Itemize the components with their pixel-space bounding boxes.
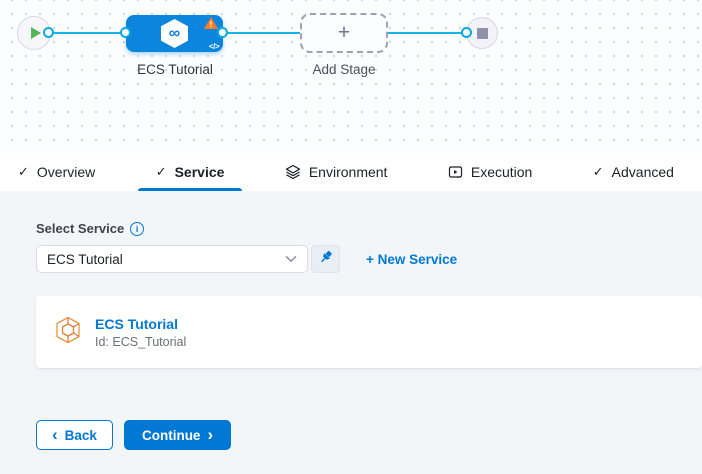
tab-execution[interactable]: Execution <box>430 153 550 191</box>
service-card-title: ECS Tutorial <box>95 315 178 332</box>
chevron-down-icon <box>285 250 297 268</box>
pipeline-canvas[interactable]: ∞ ! </> ECS Tutorial + Add Stage <box>0 0 702 153</box>
play-icon <box>30 27 41 39</box>
code-icon: </> <box>208 42 220 51</box>
add-stage-button[interactable]: + <box>300 13 388 53</box>
info-icon[interactable]: i <box>130 221 145 236</box>
plus-icon: + <box>337 21 351 44</box>
back-button-label: Back <box>64 427 97 443</box>
tab-label: Service <box>174 164 225 180</box>
continue-button[interactable]: Continue › <box>123 420 232 450</box>
ecs-service-icon <box>55 316 81 349</box>
new-service-link[interactable]: + New Service <box>366 251 458 267</box>
tab-environment[interactable]: Environment <box>267 153 406 191</box>
check-icon: ✓ <box>18 164 29 179</box>
stage-config-tabs: ✓ Overview ✓ Service Environment Executi… <box>0 153 702 191</box>
service-card-id: Id: ECS_Tutorial <box>95 334 187 349</box>
execution-icon <box>448 165 463 180</box>
warning-icon: ! <box>204 17 218 29</box>
tab-advanced[interactable]: ✓ Advanced <box>575 153 692 191</box>
connector-dot <box>43 27 54 38</box>
tab-service[interactable]: ✓ Service <box>137 153 243 191</box>
chevron-right-icon: › <box>207 424 214 444</box>
pin-icon <box>318 249 334 270</box>
tab-overview[interactable]: ✓ Overview <box>0 153 113 191</box>
tab-label: Overview <box>36 164 96 180</box>
tab-label: Execution <box>470 164 533 180</box>
connector-dot <box>120 27 131 38</box>
service-panel: Select Service i ECS Tutorial <box>0 191 702 474</box>
service-card[interactable]: ECS Tutorial Id: ECS_Tutorial <box>36 296 702 368</box>
harness-cd-icon: ∞ <box>161 19 188 48</box>
select-service-label: Select Service i <box>36 221 702 236</box>
add-stage-label: Add Stage <box>312 62 376 77</box>
chevron-left-icon: ‹ <box>52 424 58 444</box>
check-icon: ✓ <box>155 164 167 179</box>
connector-dot <box>217 27 228 38</box>
stage-label: ECS Tutorial <box>137 62 213 77</box>
check-icon: ✓ <box>592 164 604 179</box>
pipeline-line <box>48 32 466 34</box>
continue-button-label: Continue <box>141 427 201 443</box>
back-button[interactable]: ‹ Back <box>36 420 113 450</box>
pin-button[interactable] <box>311 245 340 273</box>
select-service-label-text: Select Service <box>36 221 125 236</box>
tab-label: Environment <box>308 164 388 180</box>
stop-icon <box>476 27 488 39</box>
layers-icon <box>285 164 301 180</box>
stage-node-ecs-tutorial[interactable]: ∞ ! </> <box>126 15 223 52</box>
service-dropdown[interactable]: ECS Tutorial <box>36 245 308 273</box>
connector-dot <box>461 27 472 38</box>
tab-label: Advanced <box>611 164 674 180</box>
service-dropdown-value: ECS Tutorial <box>47 251 123 267</box>
